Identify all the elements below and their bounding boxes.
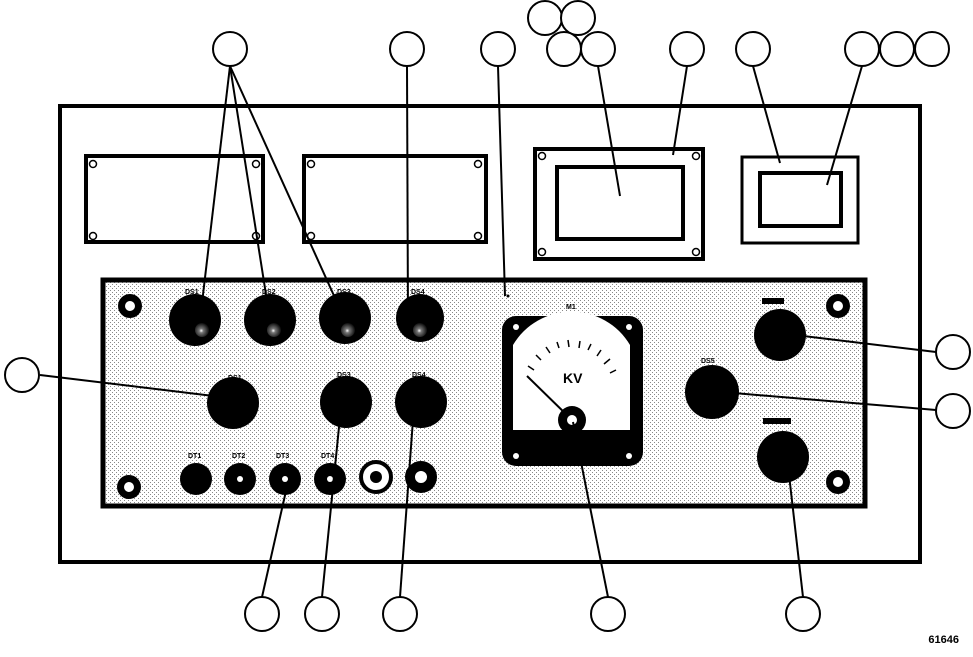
test-jack-dt4: DT4 [314, 453, 346, 495]
lamp-label-ds2: DS2 [262, 289, 276, 296]
callout-circle [480, 31, 516, 67]
callouts [4, 0, 971, 632]
jack-label-dt1: DT1 [188, 453, 201, 460]
figure-number: 61646 [928, 634, 959, 646]
test-jack-6 [405, 461, 437, 493]
lamp-label-ds3: DS3 [337, 289, 351, 296]
lamp-label-ds1: DS1 [185, 289, 199, 296]
indicator-lamp-ds1: DS1 [169, 289, 221, 346]
thumbscrew-bottom-right [826, 470, 850, 494]
callout-circle [560, 0, 596, 36]
switch-label-ds4: DS4 [412, 372, 426, 379]
callout-circle [935, 393, 971, 429]
jack-label-dt2: DT2 [232, 453, 245, 460]
callout-circle [389, 31, 425, 67]
callout-circle [914, 31, 950, 67]
jack-label-dt4: DT4 [321, 453, 334, 460]
switch-label-ds1: DS1 [228, 375, 242, 382]
upper-meter-plate [533, 147, 705, 261]
meter-unit-label: KV [563, 370, 583, 386]
thumbscrew-bottom-left [117, 475, 141, 499]
control-knob-lower-right [757, 418, 809, 483]
callout-circle [735, 31, 771, 67]
upper-plate-left [84, 154, 265, 244]
jack-label-dt3: DT3 [276, 453, 289, 460]
switch-knob-ds4: DS4 [395, 372, 447, 428]
callout-circle [244, 596, 280, 632]
callout-circle [4, 357, 40, 393]
panel-mark [506, 294, 510, 298]
callout-circle [590, 596, 626, 632]
callout-circle [304, 596, 340, 632]
callout-circle [879, 31, 915, 67]
test-jack-5 [359, 460, 393, 494]
callout-circle [382, 596, 418, 632]
switch-knob-ds3: DS3 [320, 372, 372, 428]
callout-circle [844, 31, 880, 67]
callout-circle [669, 31, 705, 67]
callout-circle [785, 596, 821, 632]
callout-circle [935, 334, 971, 370]
callout-circle [212, 31, 248, 67]
callout-circle [546, 31, 582, 67]
callout-circle [580, 31, 616, 67]
control-knob-upper-right [754, 298, 806, 361]
knob-label-ds5: DS5 [701, 358, 715, 365]
thumbscrew-top-right [826, 294, 850, 318]
callout-circle [527, 0, 563, 36]
switch-knob-ds1: DS1 [207, 375, 259, 429]
meter-label-m1: M1 [566, 304, 576, 311]
kilovolt-meter: KV M1 [502, 304, 643, 466]
test-jack-dt1: DT1 [180, 453, 212, 495]
upper-small-plate [740, 155, 860, 245]
test-jack-dt2: DT2 [224, 453, 256, 495]
test-jack-dt3: DT3 [269, 453, 301, 495]
thumbscrew-top-left [118, 294, 142, 318]
control-knob-ds5: DS5 [685, 358, 739, 419]
switch-label-ds3: DS3 [337, 372, 351, 379]
meter-scale [527, 339, 617, 374]
upper-plate-center [302, 154, 488, 244]
lamp-label-ds4: DS4 [411, 289, 425, 296]
